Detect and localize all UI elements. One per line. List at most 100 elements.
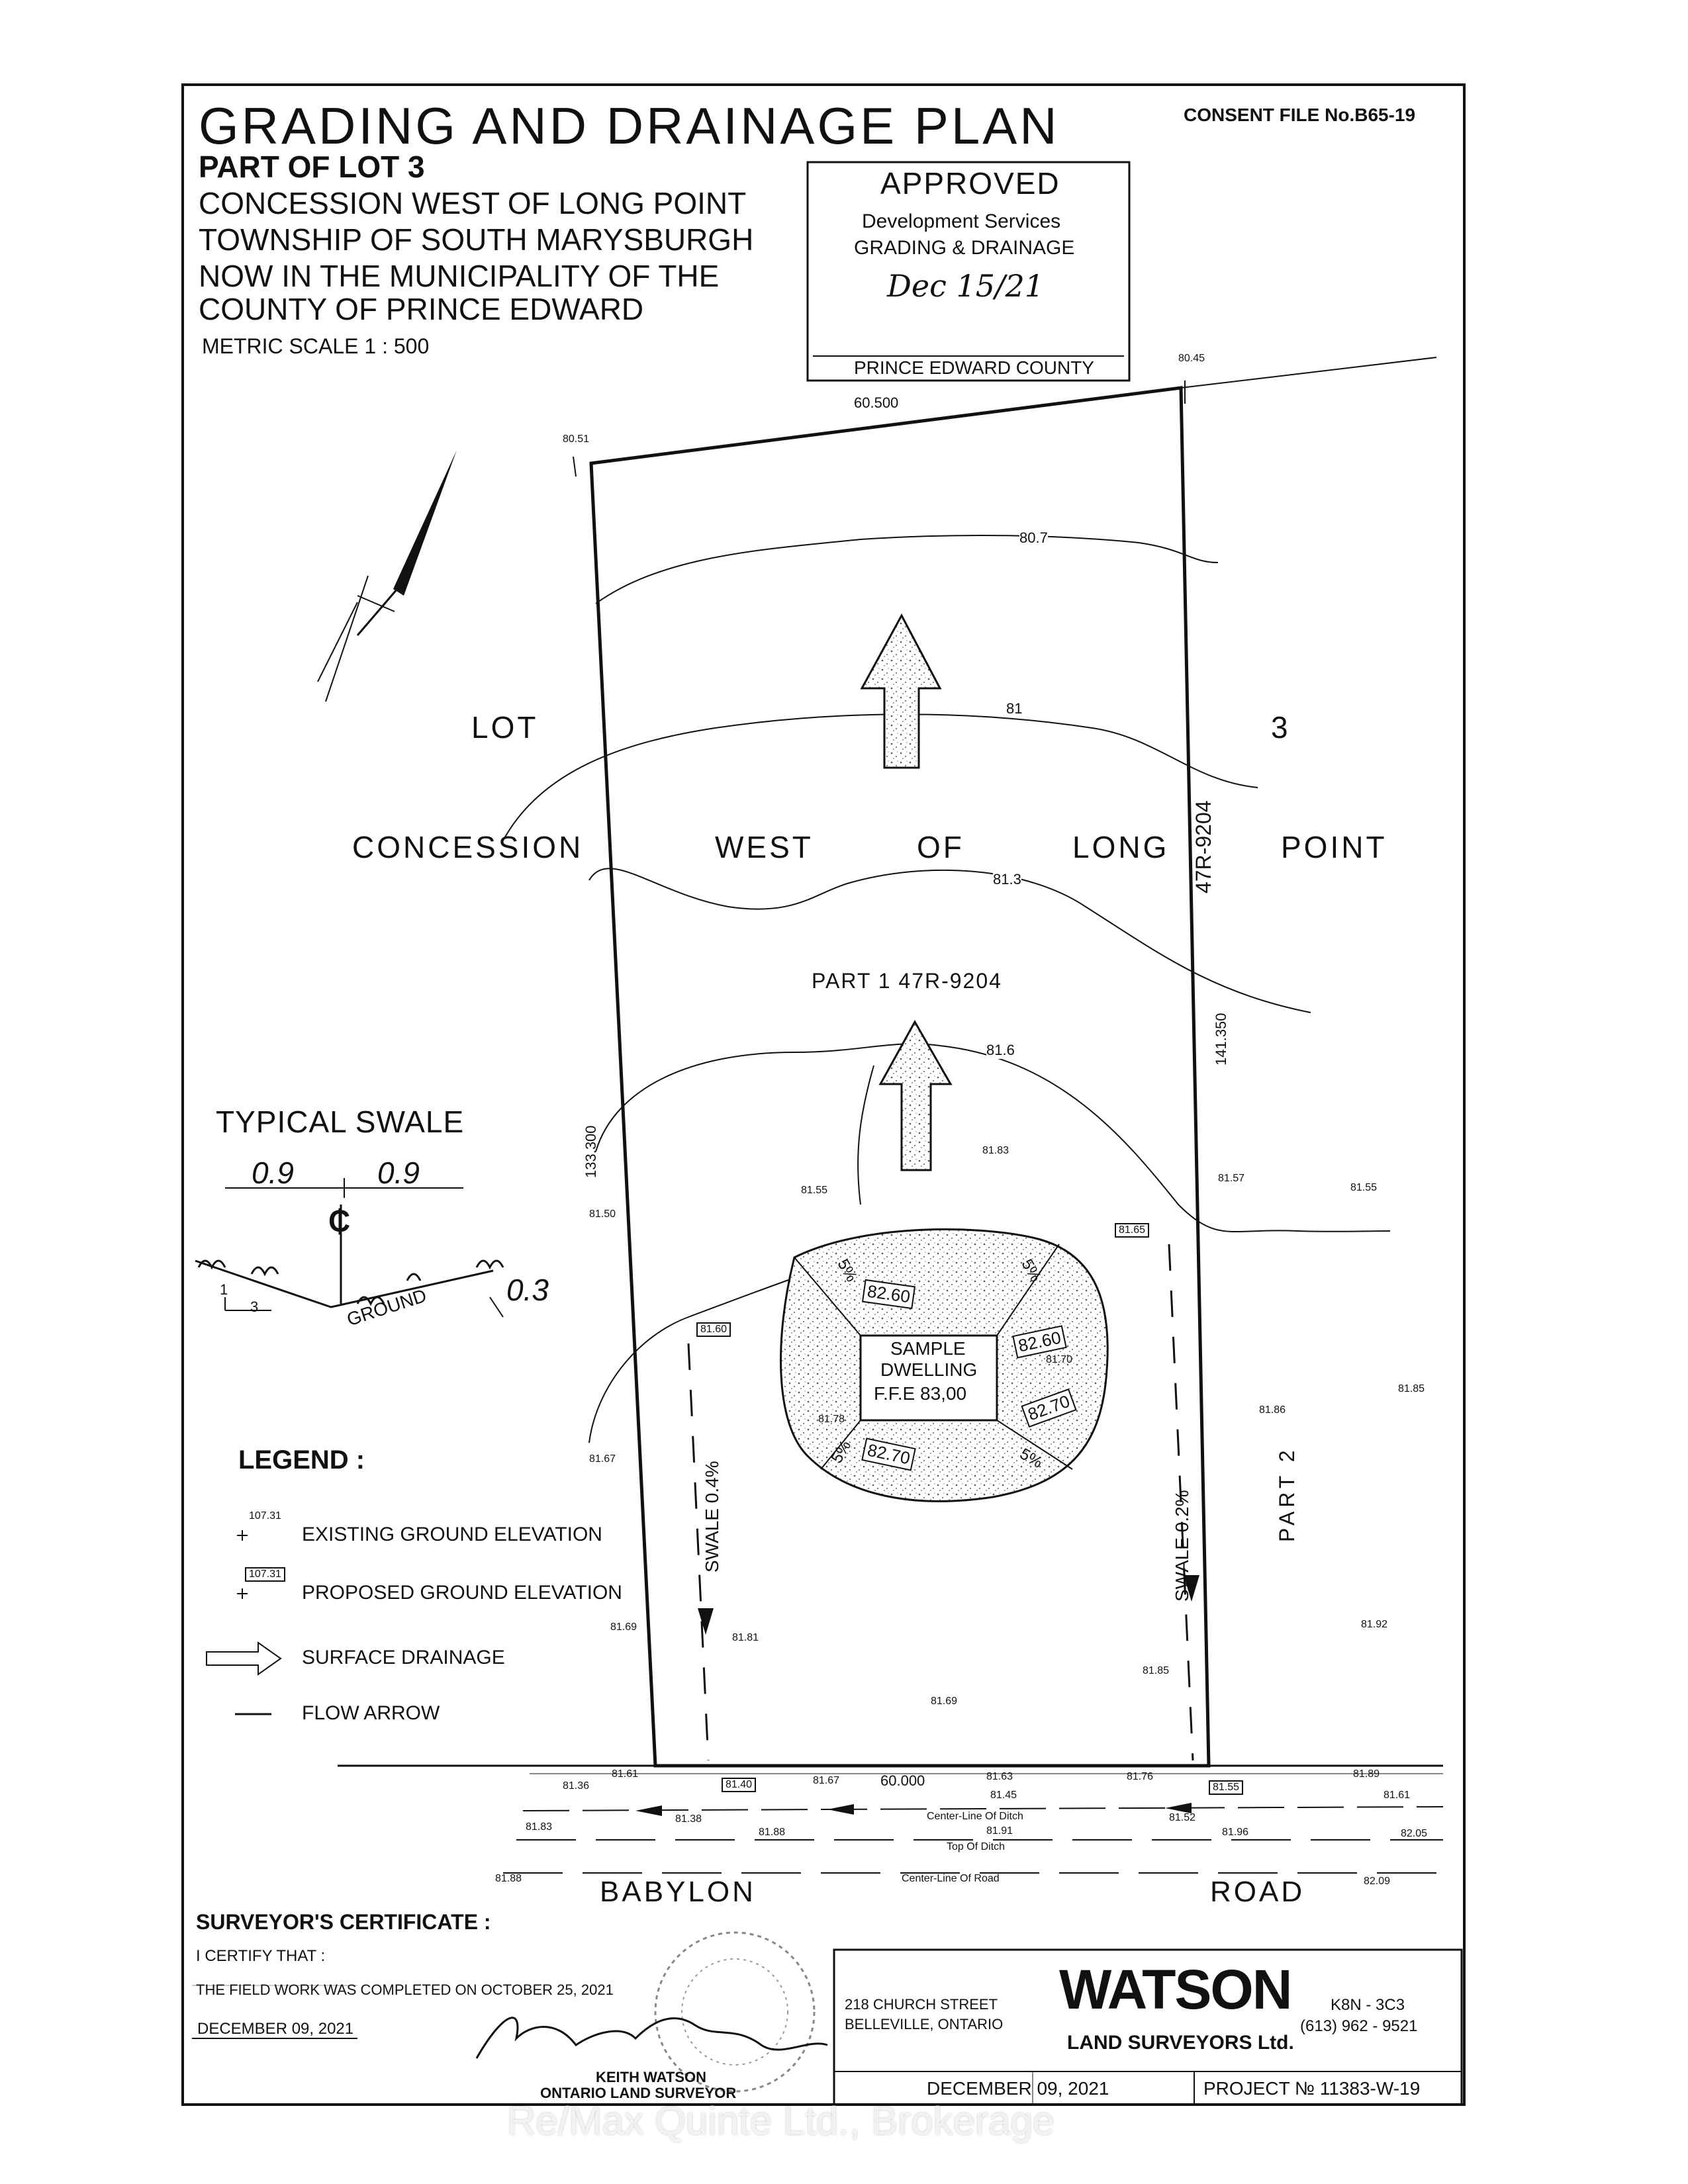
elev-e10: 81.85 [1398,1383,1425,1394]
typical-swale-section [195,1178,504,1318]
of-label: OF [917,830,964,864]
swale-slope-1: 1 [220,1281,228,1298]
certificate-fieldwork: THE FIELD WORK WAS COMPLETED ON OCTOBER … [196,1981,614,1998]
project-number: PROJECT № 11383-W-19 [1203,2078,1421,2099]
elev-r3: 81.40 [722,1778,757,1792]
elev-e15: 81.92 [1361,1619,1388,1630]
contour-80-7 [595,534,1219,604]
ditch-center-label: Center-Line Of Ditch [927,1811,1023,1822]
corner-tl-elev: 80.51 [563,433,590,445]
proposed-p1: 81.60 [696,1322,731,1337]
lot-label: LOT [471,710,539,745]
title-block-lines [833,1948,1463,2106]
contour-81-6 [595,1043,1391,1233]
elev-e5: 81.55 [1350,1182,1378,1193]
swale-left-line [687,1343,710,1761]
elev-r12: 81.61 [1383,1790,1411,1801]
elev-e2: 81.55 [801,1185,828,1196]
elev-e8: 81.70 [1046,1354,1073,1365]
elev-e9: 81.86 [1259,1404,1286,1416]
signature [475,2017,828,2059]
legend-sample-existing: 107.31 [249,1510,281,1522]
contour-label-81-6: 81.6 [986,1042,1015,1059]
point-label: POINT [1281,830,1387,864]
concession-label: CONCESSION [352,830,584,864]
dim-top: 60.500 [854,394,899,411]
corner-tr-elev: 80.45 [1178,353,1205,364]
metric-scale: METRIC SCALE 1 : 500 [202,334,430,358]
elev-r9: 81.38 [675,1813,702,1825]
road-center-label: Center-Line Of Road [902,1873,1000,1884]
legend-proposed: PROPOSED GROUND ELEVATION [302,1582,622,1604]
part1-label: PART 1 47R-9204 [812,969,1002,993]
title-line5: COUNTY OF PRINCE EDWARD [199,292,644,326]
elev-e11: 81.69 [610,1621,637,1633]
elev-r4: 81.67 [813,1775,840,1786]
title-line3: TOWNSHIP OF SOUTH MARYSBURGH [199,222,754,257]
elev-e13: 81.69 [931,1696,958,1707]
stamp-type: GRADING & DRAINAGE [854,237,1075,259]
ditch-top-label: Top Of Ditch [947,1841,1006,1852]
contour-label-81-3: 81.3 [993,871,1021,888]
plan-ref-vertical: 47R-9204 [1192,800,1215,893]
elev-r8: 81.89 [1353,1768,1380,1780]
elev-r7: 81.55 [1209,1780,1244,1795]
elev-r13: 81.83 [526,1821,553,1833]
firm-city: BELLEVILLE, ONTARIO [845,2016,1004,2032]
elev-e7: 81.78 [818,1414,845,1425]
elev-r15: 81.91 [986,1825,1013,1837]
swale-right-line [1168,1244,1194,1761]
legend-sample-proposed: 107.31 [245,1567,285,1582]
legend-surface: SURFACE DRAINAGE [302,1647,505,1668]
stamp-county: PRINCE EDWARD COUNTY [854,357,1094,378]
firm-name: LAND SURVEYORS Ltd. [1067,2032,1294,2054]
long-label: LONG [1072,830,1170,864]
elev-r1: 81.61 [612,1768,639,1780]
stamp-date: Dec 15/21 [887,268,1045,304]
title-line4: NOW IN THE MUNICIPALITY OF THE [199,259,720,293]
titleblock-date: DECEMBER 09, 2021 [927,2078,1109,2099]
swale-depth: 0.3 [506,1273,549,1307]
drainage-arrow-lower [878,1019,953,1171]
lot-number: 3 [1271,710,1288,745]
legend-flow: FLOW ARROW [302,1702,440,1724]
swale-right-label: SWALE 0.2% [1172,1490,1192,1602]
west-label: WEST [715,830,814,864]
legend-title: LEGEND : [238,1445,365,1475]
sheet-border [181,83,1466,2106]
contour-label-80-7: 80.7 [1019,529,1048,547]
consent-file: CONSENT FILE No.B65-19 [1184,105,1416,125]
contour-81-3 [588,868,1311,1013]
contour-81 [502,713,1258,841]
dim-left: 133.300 [583,1125,599,1178]
proposed-p2: 81.65 [1115,1223,1150,1238]
road-name-1: BABYLON [600,1876,756,1908]
firm-postal: K8N - 3C3 [1331,1996,1405,2014]
contour-label-81: 81 [1006,700,1023,717]
elev-e6: 81.67 [589,1453,616,1465]
north-arrow [393,450,457,596]
swale-w1: 0.9 [252,1156,294,1190]
drainage-arrow-upper [860,613,942,769]
certificate-date: DECEMBER 09, 2021 [197,2020,354,2038]
firm-street: 218 CHURCH STREET [845,1996,998,2013]
elev-e12: 81.81 [732,1632,759,1643]
elev-e4: 81.57 [1218,1173,1245,1184]
surveyor-name: KEITH WATSON [596,2069,707,2085]
elev-e3: 81.83 [982,1145,1009,1156]
road-name-2: ROAD [1210,1876,1305,1908]
dwelling-line1: SAMPLE [890,1338,966,1359]
elev-r16: 81.96 [1222,1827,1249,1838]
approval-stamp-box [806,161,1131,382]
stamp-approved: APPROVED [880,166,1060,201]
elev-r19: 82.09 [1364,1876,1391,1887]
certificate-certify: I CERTIFY THAT : [196,1947,326,1965]
elev-e1: 81.50 [589,1208,616,1220]
surveyor-seal [654,1931,816,2093]
elev-r6: 81.76 [1127,1771,1154,1782]
title-line2: CONCESSION WEST OF LONG POINT [199,186,747,220]
elev-r17: 82.05 [1401,1828,1428,1839]
firm-phone: (613) 962 - 9521 [1300,2017,1418,2035]
title-line1: PART OF LOT 3 [199,150,425,184]
